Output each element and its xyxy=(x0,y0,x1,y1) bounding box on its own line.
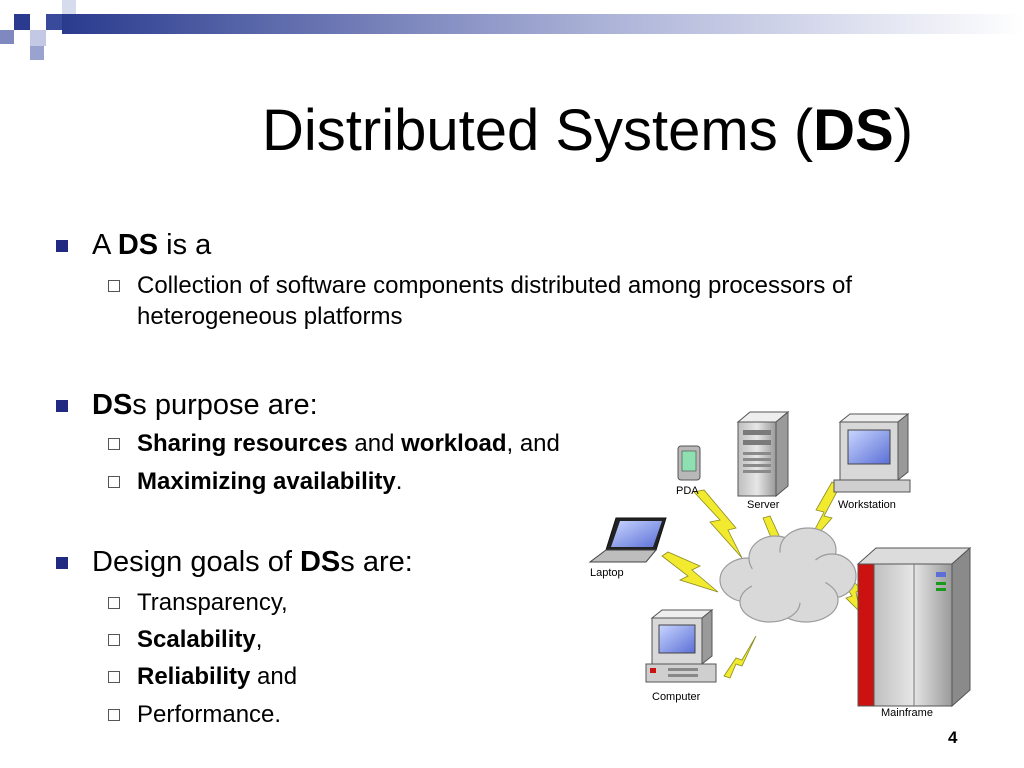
sub-bullet-sharing: Sharing resources and workload, and xyxy=(137,430,560,457)
sub-bullet-availability: Maximizing availability. xyxy=(137,468,403,495)
sub-bullet-marker xyxy=(108,671,120,683)
sub-bullet-marker xyxy=(108,709,120,721)
sub-bullet-collection-line1: Collection of software components distri… xyxy=(137,272,853,299)
laptop-icon xyxy=(588,517,667,563)
sub-bullet-marker xyxy=(108,280,120,292)
sub-bullet-marker xyxy=(108,438,120,450)
bullet-ds-definition: A DS is a xyxy=(92,229,212,261)
sub-bullet-collection-line2: heterogeneous platforms xyxy=(137,303,403,330)
workstation-icon xyxy=(833,412,911,493)
sub-bullet-marker xyxy=(108,476,120,488)
pda-icon xyxy=(677,445,701,481)
mainframe-icon xyxy=(856,546,972,708)
sub-bullet-transparency: Transparency, xyxy=(137,589,288,616)
sub-bullet-scalability: Scalability, xyxy=(137,626,263,653)
bullet-ds-purpose: DSs purpose are: xyxy=(92,389,318,421)
computer-icon xyxy=(645,608,717,683)
label-server: Server xyxy=(747,499,780,511)
label-laptop: Laptop xyxy=(590,567,624,579)
page-number: 4 xyxy=(948,728,958,747)
label-mainframe: Mainframe xyxy=(881,707,933,719)
label-workstation: Workstation xyxy=(838,499,896,511)
bullet-marker xyxy=(56,400,68,412)
sub-bullet-marker xyxy=(108,634,120,646)
server-icon xyxy=(736,410,790,498)
header-decoration xyxy=(0,0,1024,60)
bullet-design-goals: Design goals of DSs are: xyxy=(92,546,413,578)
sub-bullet-marker xyxy=(108,597,120,609)
slide-title: Distributed Systems (DS) xyxy=(262,98,914,163)
network-diagram: PDA Server Workstation Laptop xyxy=(588,410,972,719)
label-computer: Computer xyxy=(652,691,701,703)
network-cloud-icon xyxy=(719,527,857,623)
label-pda: PDA xyxy=(676,485,699,497)
bullet-marker xyxy=(56,557,68,569)
sub-bullet-performance: Performance. xyxy=(137,701,282,728)
sub-bullet-reliability: Reliability and xyxy=(137,663,298,690)
bullet-marker xyxy=(56,240,68,252)
